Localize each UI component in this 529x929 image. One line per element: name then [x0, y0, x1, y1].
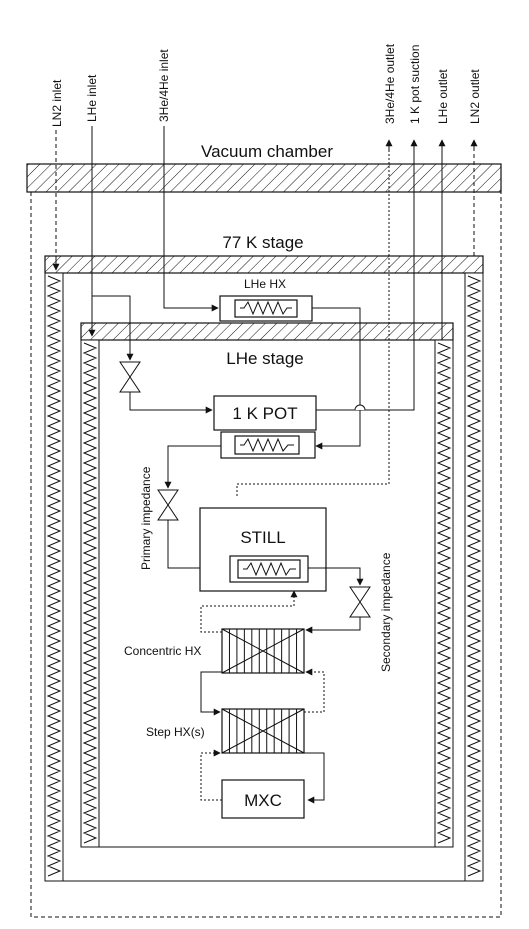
still-label: STILL [240, 528, 285, 547]
lhe-inlet-label: LHe inlet [85, 74, 99, 122]
ln2-outlet-label: LN2 outlet [468, 69, 482, 124]
mxc-to-step-line [200, 752, 222, 801]
pot-fill-valve-icon [119, 361, 141, 393]
step-to-concentric-line [304, 671, 325, 713]
stage-77k: 77 K stage [44, 233, 484, 882]
lhe-hx-to-pot-hx-line [312, 307, 361, 450]
step-hx-label: Step HX(s) [146, 725, 205, 739]
stage-77k-left-shield [44, 272, 64, 882]
ln2-inlet-label: LN2 inlet [50, 79, 64, 127]
concentric-hx-label: Concentric HX [124, 644, 201, 658]
vacuum-chamber-lid [26, 163, 502, 193]
concentric-to-step-line [200, 671, 222, 716]
mixing-chamber: MXC [221, 779, 305, 819]
secondary-impedance: Secondary impedance [305, 552, 393, 672]
stage-77k-lid [44, 255, 484, 274]
lhe-hx-label: LHe HX [244, 277, 286, 291]
step-to-mxc-line [304, 752, 325, 804]
pot-suction-label: 1 K pot suction [408, 45, 422, 124]
secondary-impedance-valve-icon [349, 586, 371, 618]
lhe-stage-label: LHe stage [226, 349, 304, 368]
pot-fill-line [92, 295, 213, 414]
one-k-pot: 1 K POT [213, 395, 317, 459]
lhe-stage-left-shield [80, 339, 100, 848]
concentric-hx: Concentric HX [124, 628, 305, 674]
still: STILL [199, 507, 327, 592]
primary-impedance-valve-icon [157, 489, 179, 521]
lhe-stage-lid [80, 322, 454, 341]
vacuum-chamber: Vacuum chamber [26, 142, 502, 918]
he-mix-outlet-label: 3He/4He outlet [383, 43, 397, 124]
still-return-line [200, 596, 295, 633]
lhe-heat-exchanger: LHe HX [219, 277, 361, 450]
pot-suction-line [316, 139, 418, 411]
he-mix-inlet-label: 3He/4He inlet [157, 49, 171, 122]
step-hx: Step HX(s) [146, 708, 305, 754]
he-mix-inlet-line [163, 126, 219, 312]
primary-impedance-label: Primary impedance [139, 466, 153, 570]
one-k-pot-label: 1 K POT [232, 404, 297, 423]
secondary-impedance-label: Secondary impedance [379, 552, 393, 672]
port-labels: LN2 inlet LHe inlet 3He/4He inlet 3He/4H… [50, 43, 482, 127]
stage-77k-label: 77 K stage [222, 233, 303, 252]
he-mix-outlet-line [236, 150, 390, 496]
lhe-outlet-label: LHe outlet [436, 69, 450, 124]
stage-77k-right-shield [464, 272, 484, 882]
mxc-label: MXC [244, 791, 282, 810]
vacuum-chamber-label: Vacuum chamber [201, 142, 333, 161]
lhe-stage-right-shield [434, 339, 454, 848]
ports [52, 126, 478, 496]
vacuum-chamber-wall [30, 192, 502, 918]
